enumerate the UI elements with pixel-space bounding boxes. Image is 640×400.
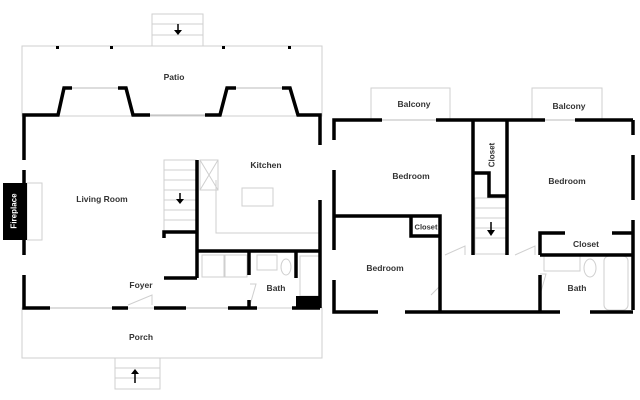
porch-stairs: [114, 357, 161, 390]
room-label-balcony-right: Balcony: [552, 101, 586, 111]
room-label-balcony-left: Balcony: [397, 99, 431, 109]
room-label-kitchen: Kitchen: [250, 160, 282, 170]
room-label-living-room: Living Room: [76, 194, 128, 204]
room-label-bedroom-top-left: Bedroom: [392, 171, 430, 181]
room-label-bedroom-bottom-left: Bedroom: [366, 263, 404, 273]
room-label-foyer: Foyer: [129, 280, 153, 290]
kitchen-island: [241, 187, 274, 207]
room-label-closet-right: Closet: [573, 239, 599, 249]
room-label-bedroom-right: Bedroom: [548, 176, 586, 186]
room-label-closet-vertical: Closet: [487, 142, 497, 168]
room-label-fireplace: Fireplace: [9, 193, 19, 229]
porch-outline: [21, 307, 323, 359]
room-label-bath-second-floor: Bath: [567, 283, 587, 293]
patio-stairs: [151, 13, 204, 47]
room-label-patio: Patio: [163, 72, 185, 82]
room-label-bath-first-floor: Bath: [266, 283, 286, 293]
room-label-closet-small: Closet: [414, 222, 438, 232]
room-label-porch: Porch: [128, 332, 154, 342]
